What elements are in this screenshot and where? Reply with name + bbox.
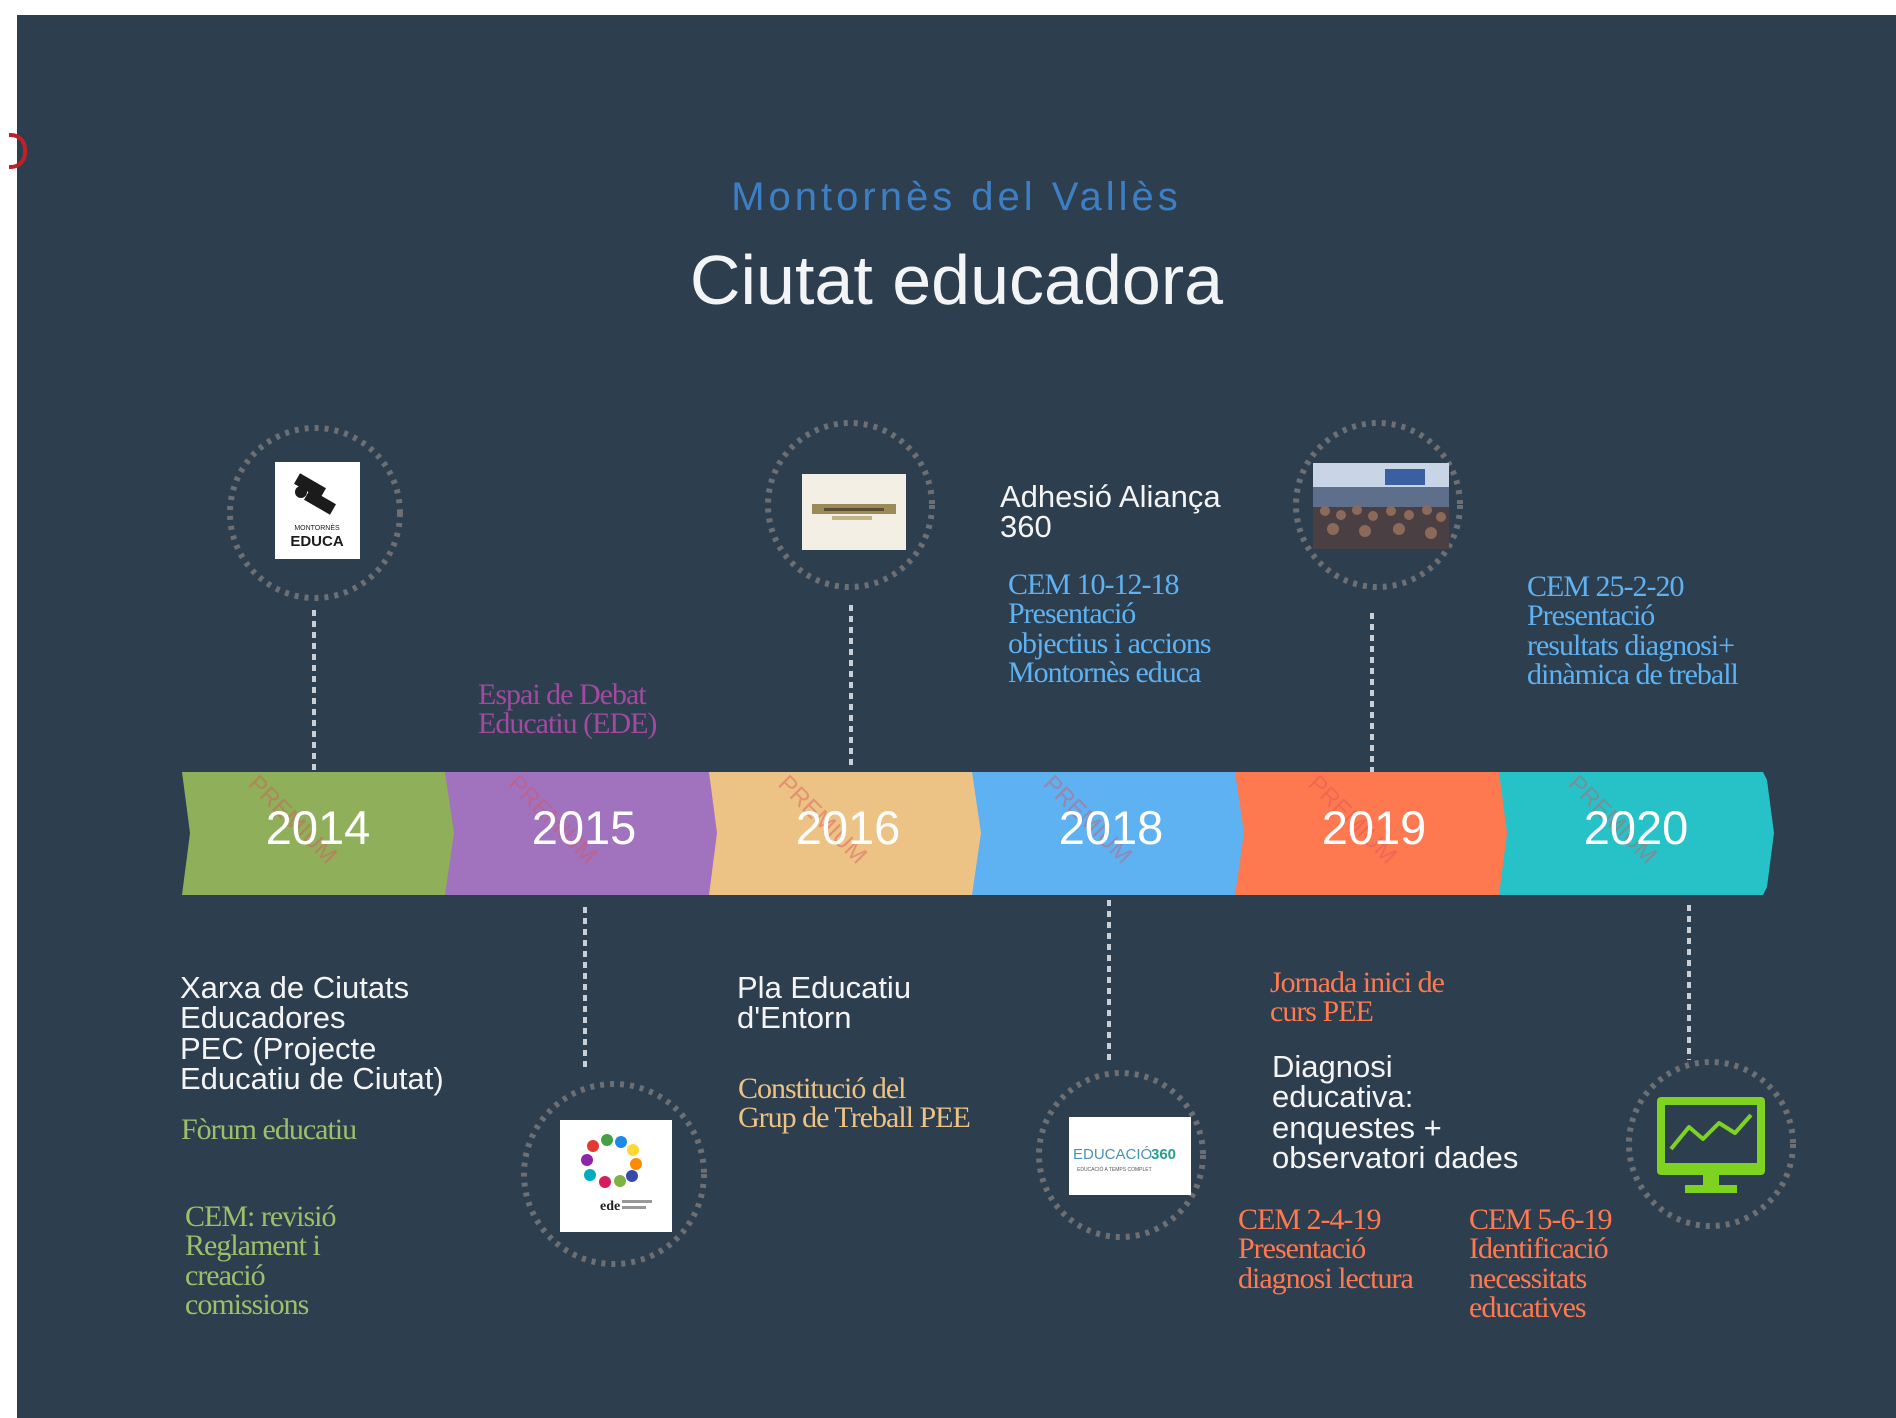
timeline-graphic: MONTORNÈS EDUCA ede	[182, 420, 1796, 1267]
svg-text:EDUCACIÓ: EDUCACIÓ	[1073, 1146, 1152, 1163]
monitor-chart-icon	[1657, 1097, 1765, 1193]
svg-text:ede: ede	[600, 1199, 620, 1214]
year-2019: 2019	[1321, 801, 1427, 854]
ede-logo: ede	[560, 1120, 672, 1232]
educacio-360-logo: EDUCACIÓ 360 EDUCACIÓ A TEMPS COMPLET	[1069, 1117, 1191, 1195]
subtitle: Montornès del Vallès	[731, 175, 1182, 219]
edge-mark	[9, 133, 27, 169]
document-photo	[802, 474, 906, 550]
year-2018: 2018	[1058, 801, 1164, 854]
ribbon-2015	[445, 772, 723, 895]
montornes-educa-logo: MONTORNÈS EDUCA	[275, 462, 360, 559]
svg-text:EDUCACIÓ A TEMPS COMPLET: EDUCACIÓ A TEMPS COMPLET	[1077, 1166, 1152, 1173]
ribbon-2019	[1235, 772, 1513, 895]
svg-text:EDUCA: EDUCA	[290, 533, 344, 550]
year-2014: 2014	[265, 801, 371, 854]
svg-text:MONTORNÈS: MONTORNÈS	[294, 523, 340, 532]
title: Ciutat educadora	[689, 241, 1224, 319]
ribbon-2018	[972, 772, 1250, 895]
ribbon-2016	[709, 772, 987, 895]
infographic-canvas: Montornès del Vallès Ciutat educadora	[9, 15, 1896, 1418]
year-2015: 2015	[531, 801, 637, 854]
ribbon-2014	[182, 772, 460, 895]
ribbon-2020	[1499, 772, 1774, 895]
svg-text:360: 360	[1151, 1146, 1176, 1163]
audience-photo	[1313, 463, 1449, 549]
year-2016: 2016	[795, 801, 901, 854]
year-2020: 2020	[1583, 801, 1689, 854]
event-2014-forum: Fòrum educatiu	[181, 1113, 357, 1146]
